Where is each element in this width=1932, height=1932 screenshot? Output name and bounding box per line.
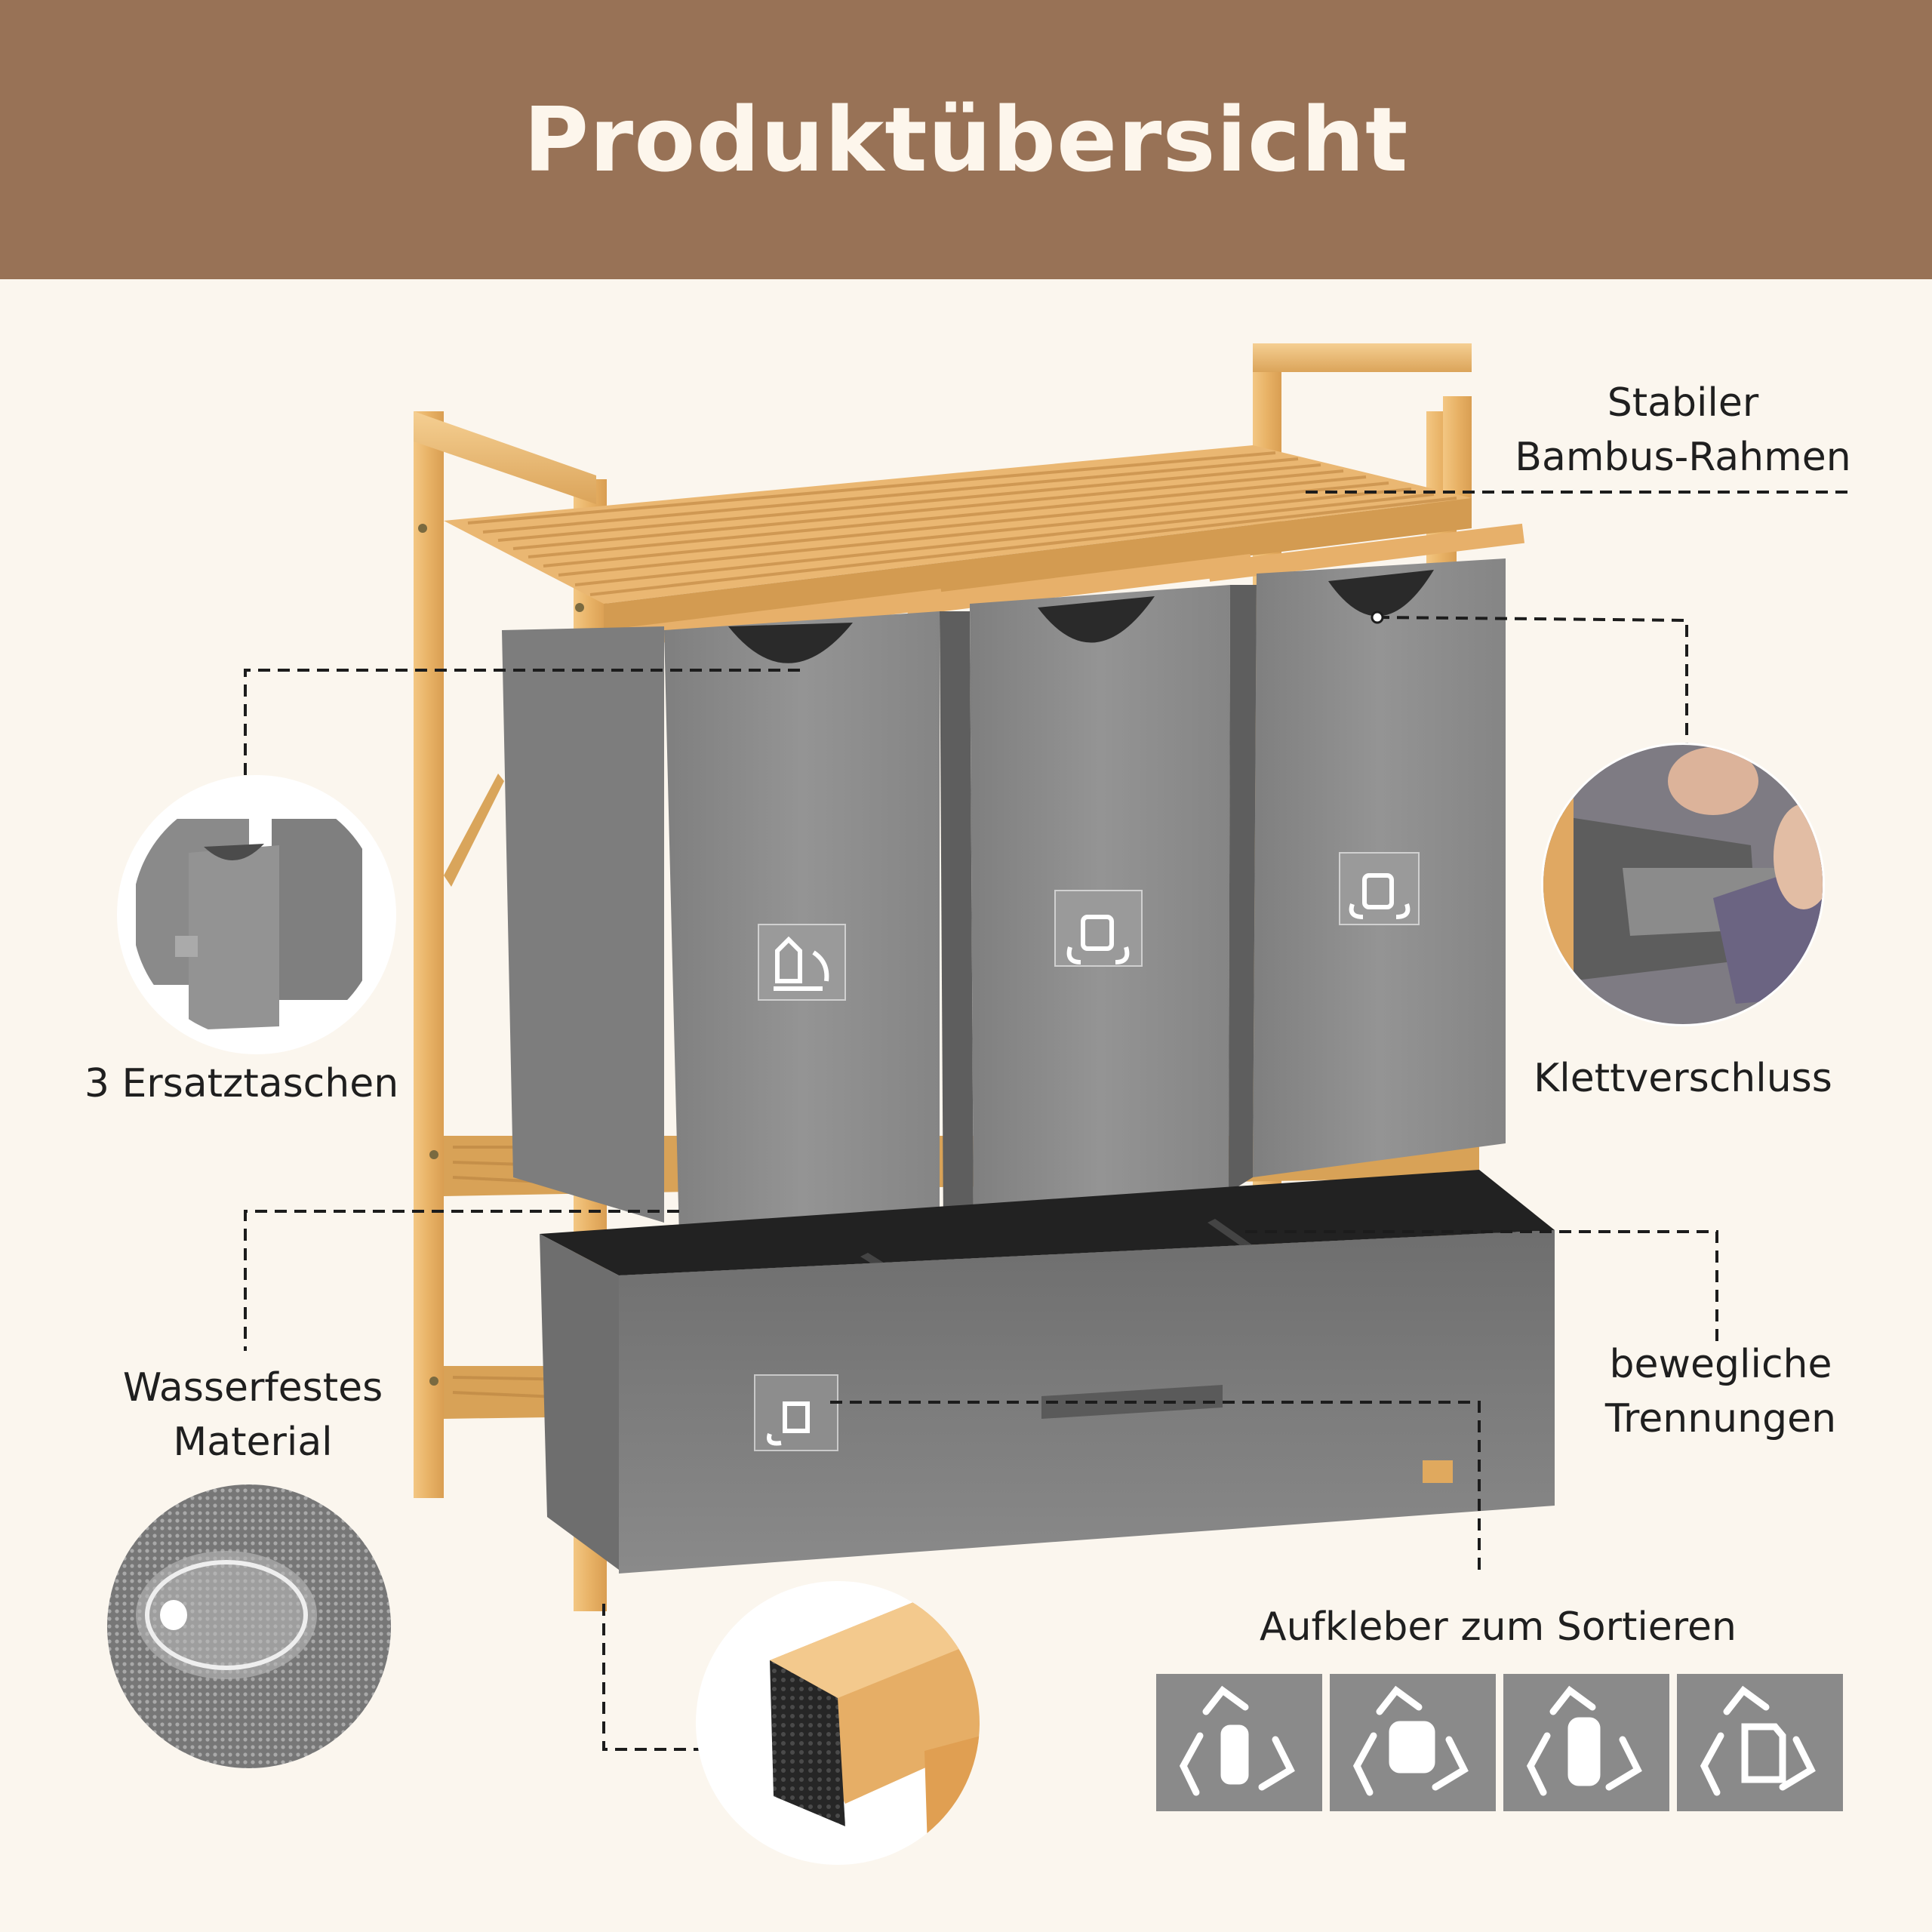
dividers-callout: bewegliche Trennungen <box>1570 1337 1872 1446</box>
dividers-callout-line2: Trennungen <box>1604 1396 1837 1441</box>
sticker-paper-tile <box>1677 1674 1843 1811</box>
leader-lines <box>244 491 1849 1751</box>
can-recycling-icon <box>1352 1685 1469 1796</box>
frame-callout: Stabiler Bambus-Rahmen <box>1494 376 1872 485</box>
page-title: Produktübersicht <box>523 88 1409 192</box>
sticker-plastic-tile <box>1503 1674 1669 1811</box>
stickers-callout: Aufkleber zum Sortieren <box>1260 1604 1737 1650</box>
laundry-bag-middle <box>940 585 1230 1230</box>
velcro-inset <box>1541 743 1825 1026</box>
spare-bags-callout: 3 Ersatztaschen <box>84 1061 399 1106</box>
sticker-can-tile <box>1330 1674 1496 1811</box>
laundry-bag-left <box>502 611 940 1238</box>
frame-callout-line1: Stabiler <box>1607 380 1759 426</box>
laundry-bag-right <box>1229 558 1506 1192</box>
waterproof-callout-line1: Wasserfestes <box>122 1365 383 1411</box>
waterproof-fabric-inset <box>107 1484 391 1768</box>
waterproof-callout-line2: Material <box>173 1420 333 1465</box>
spare-bags-inset <box>117 775 396 1054</box>
plastic-bottle-recycling-icon <box>1526 1685 1642 1796</box>
dividers-callout-line1: bewegliche <box>1609 1342 1832 1387</box>
waterproof-callout: Wasserfestes Material <box>91 1361 415 1469</box>
paper-recycling-icon <box>1700 1685 1816 1796</box>
foot-pad-inset <box>696 1581 980 1865</box>
sticker-bottle-tile <box>1156 1674 1322 1811</box>
frame-callout-line2: Bambus-Rahmen <box>1515 435 1851 480</box>
bottle-recycling-icon <box>1179 1685 1295 1796</box>
velcro-callout: Klettverschluss <box>1534 1056 1832 1101</box>
header-banner <box>0 0 1932 279</box>
